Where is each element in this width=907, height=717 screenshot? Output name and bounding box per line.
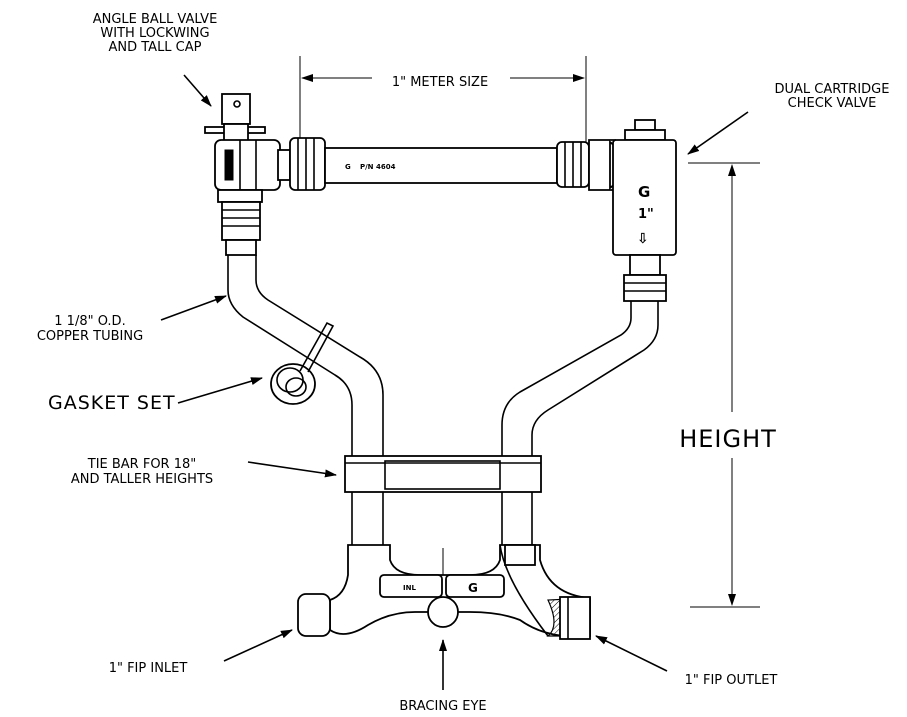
- check-valve-coupling-nut: [623, 274, 667, 302]
- outlet-riser-tube: [501, 300, 659, 545]
- logo-badge: [445, 574, 505, 598]
- tie-bar-center: [384, 460, 501, 490]
- valve-meter-nut: [289, 137, 326, 191]
- base-logo: G: [468, 581, 478, 595]
- fip-inlet-label: 1" FIP INLET: [109, 661, 188, 676]
- setter-base: INL G: [297, 544, 591, 640]
- flow-arrow-icon: ⇩: [637, 231, 649, 247]
- fip-inlet-leader: [223, 629, 293, 662]
- fip-outlet-leader: [595, 635, 668, 672]
- valve-coupling-nut: [221, 201, 261, 241]
- fip-outlet-label: 1" FIP OUTLET: [685, 673, 778, 688]
- copper-tubing-label: 1 1/8" O.D. COPPER TUBING: [37, 314, 143, 344]
- tie-bar-label: TIE BAR FOR 18" AND TALLER HEIGHTS: [71, 457, 213, 487]
- copper-tubing-label-line-2: COPPER TUBING: [37, 329, 143, 344]
- check-valve-label-line-1: DUAL CARTRIDGE: [775, 82, 890, 97]
- angle-valve-label-line-3: AND TALL CAP: [108, 40, 201, 55]
- meter-size-label: 1" METER SIZE: [392, 75, 488, 90]
- tie-bar-leader: [247, 461, 337, 478]
- copper-tubing-leader: [160, 295, 227, 321]
- inlet-riser-tube: [227, 255, 384, 545]
- spool-logo: G: [345, 163, 351, 171]
- inlet-fitting: [297, 593, 331, 637]
- angle-valve-label: ANGLE BALL VALVE WITH LOCKWING AND TALL …: [93, 12, 218, 55]
- height-dimension: [688, 162, 760, 608]
- gasket-outer: [270, 363, 316, 405]
- check-valve-leader: [687, 111, 749, 155]
- gasket-set: [270, 321, 335, 405]
- angle-valve-leader: [183, 74, 212, 107]
- height-label: HEIGHT: [679, 425, 777, 453]
- spool-body: [324, 147, 558, 184]
- copper-tubing-label-line-1: 1 1/8" O.D.: [54, 314, 125, 329]
- dual-check-valve: G 1" ⇩: [556, 119, 677, 302]
- tie-bar-label-line-1: TIE BAR FOR 18": [87, 457, 197, 472]
- tie-bar-label-line-2: AND TALLER HEIGHTS: [71, 472, 213, 487]
- outlet-fitting: [559, 596, 591, 640]
- meter-spool: G P/N 4604: [324, 147, 558, 184]
- check-valve-test-port: [634, 119, 656, 131]
- gasket-tie-wire: [299, 321, 335, 373]
- base-inlet-text: INL: [403, 584, 416, 592]
- bracing-eye-label: BRACING EYE: [399, 699, 486, 714]
- tall-cap: [221, 93, 251, 125]
- check-valve-label-line-2: CHECK VALVE: [788, 96, 877, 111]
- angle-valve-label-line-1: ANGLE BALL VALVE: [93, 12, 218, 27]
- bracing-eye: [427, 596, 459, 628]
- gasket-set-label: GASKET SET: [48, 392, 176, 414]
- gasket-set-leader: [177, 377, 263, 404]
- tie-bar-body: [344, 455, 542, 493]
- leader-arrows: [160, 74, 749, 690]
- check-valve-logo: G: [638, 183, 650, 201]
- check-valve-size: 1": [638, 207, 654, 222]
- angle-ball-valve: [204, 93, 326, 256]
- spool-part-number: P/N 4604: [360, 163, 396, 171]
- meter-size-dimension: [299, 56, 587, 148]
- cap-hole: [233, 100, 241, 108]
- angle-valve-label-line-2: WITH LOCKWING: [100, 26, 209, 41]
- gasket-inner-2: [285, 377, 307, 397]
- inlet-badge: [379, 574, 443, 598]
- check-valve-label: DUAL CARTRIDGE CHECK VALVE: [775, 82, 890, 111]
- tie-bar: [344, 455, 542, 493]
